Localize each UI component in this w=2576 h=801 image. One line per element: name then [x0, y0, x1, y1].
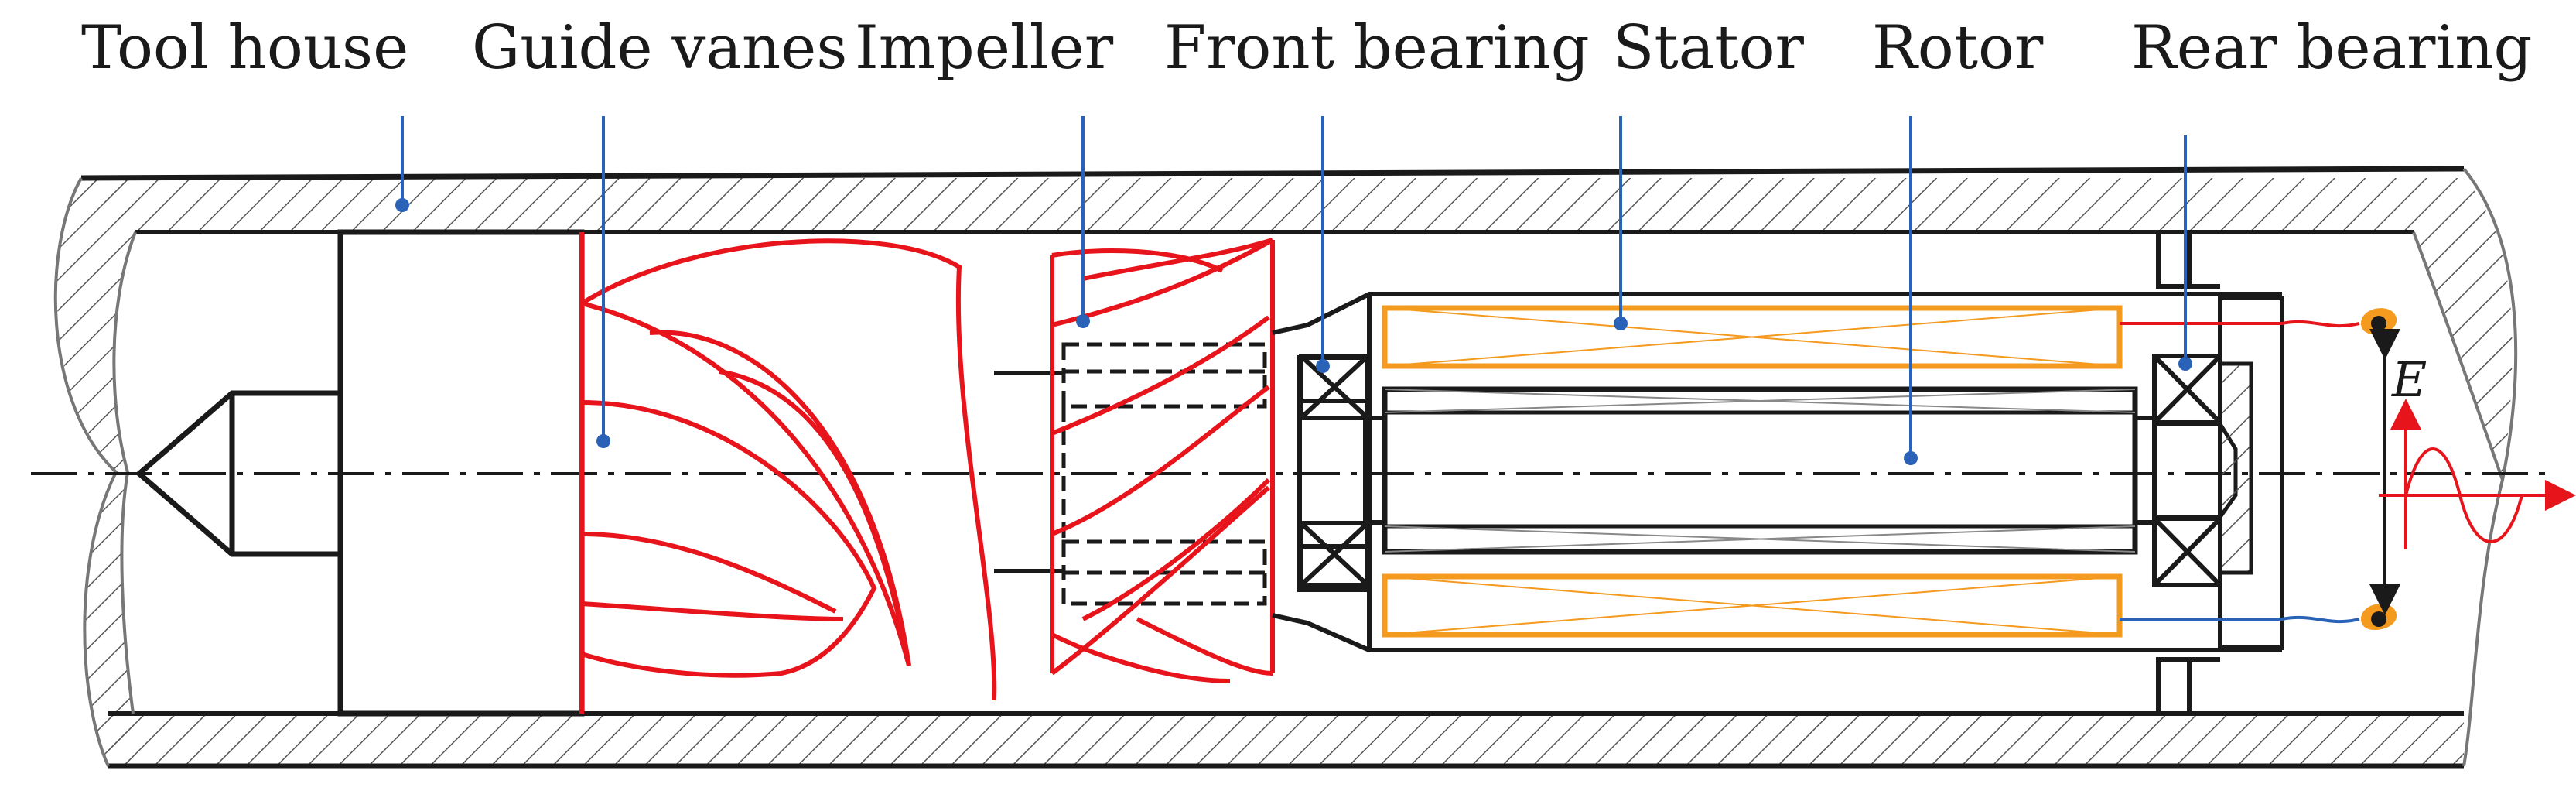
- front-bearing: [1299, 354, 1370, 587]
- tool-housing: [53, 166, 2518, 769]
- label-front-bearing: Front bearing: [1164, 13, 1590, 83]
- label-tool-house: Tool house: [81, 13, 408, 83]
- guide-vanes: [579, 232, 997, 714]
- output-waveform: [2379, 399, 2576, 549]
- label-rotor: Rotor: [1872, 13, 2044, 83]
- rear-bearing: [2152, 354, 2253, 587]
- label-guide-vanes: Guide vanes: [472, 13, 847, 83]
- leader-lines: [395, 116, 2192, 465]
- stator: [1382, 305, 2123, 638]
- output-wires: E: [2120, 308, 2427, 630]
- label-stator: Stator: [1613, 13, 1805, 83]
- terminal-bottom: [2361, 604, 2397, 630]
- impeller: [994, 238, 1275, 683]
- terminal-top: [2361, 308, 2397, 334]
- label-impeller: Impeller: [855, 13, 1114, 83]
- rotor: [1363, 386, 2238, 555]
- label-rear-bearing: Rear bearing: [2131, 13, 2532, 83]
- emf-label: E: [2391, 351, 2427, 408]
